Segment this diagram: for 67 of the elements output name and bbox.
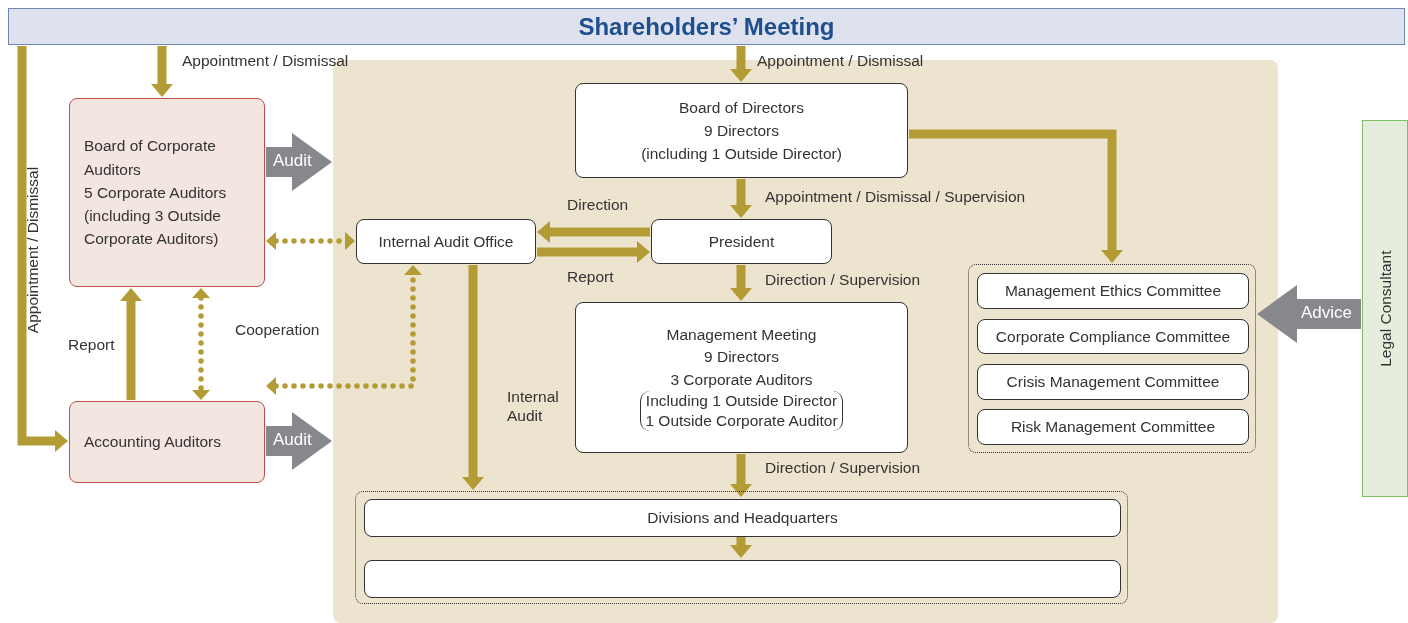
- process-box: [575, 302, 908, 453]
- arrow: [1257, 285, 1361, 343]
- process-box: [575, 83, 908, 178]
- node-text: (including 1 Outside Director): [641, 144, 842, 165]
- node-text: 5 Corporate Auditors: [84, 182, 227, 203]
- node-text: Corporate Compliance Committee: [995, 326, 1231, 347]
- edge-label: Report: [68, 336, 115, 355]
- node-text: President: [708, 231, 775, 252]
- dotted-arrow: [266, 265, 422, 395]
- edge-label: Audit: [273, 430, 312, 451]
- arrow: [151, 46, 173, 97]
- arrow: [17, 46, 68, 452]
- arrow: [266, 412, 332, 470]
- node-text: Including 1 Outside Director: [645, 391, 838, 412]
- process-box: [364, 560, 1121, 598]
- edge-label: Internal Audit: [507, 388, 560, 426]
- arrow: [730, 537, 752, 558]
- node-text: Legal Consultant: [1375, 250, 1395, 367]
- edge-label: Appointment / Dismissal / Supervision: [765, 188, 1026, 207]
- edge-label: Advice: [1301, 303, 1353, 324]
- node-text: Accounting Auditors: [84, 432, 221, 453]
- edge-label: Appointment / Dismissal: [182, 52, 349, 71]
- process-box: [356, 219, 536, 264]
- node-text: 9 Directors: [704, 347, 779, 368]
- arrow: [730, 454, 752, 497]
- node-text: Management Ethics Committee: [1004, 281, 1222, 302]
- edge-label: Direction: [567, 196, 629, 215]
- process-box: [977, 319, 1249, 354]
- node-text: 1 Outside Corporate Auditor: [645, 411, 838, 432]
- edge-label: Direction / Supervision: [765, 271, 921, 290]
- arrow: [730, 179, 752, 218]
- arrow: [462, 265, 484, 490]
- edge-label: Appointment / Dismissal: [23, 166, 42, 334]
- edge-label: Audit: [273, 151, 312, 172]
- node-text: Board of Directors: [679, 97, 804, 118]
- header-band: [8, 8, 1405, 45]
- node-text: Risk Management Committee: [1010, 417, 1216, 438]
- process-box: [69, 98, 265, 287]
- node-text: Divisions and Headquarters: [647, 508, 838, 529]
- process-box: [977, 364, 1249, 400]
- arrow: [537, 241, 650, 263]
- node-text: Internal Audit Office: [378, 231, 514, 252]
- arrow: [120, 288, 142, 400]
- node-text: Crisis Management Committee: [1006, 372, 1220, 393]
- arrow: [730, 265, 752, 301]
- edge-label: Direction / Supervision: [765, 459, 921, 478]
- edge-label: Report: [567, 268, 614, 287]
- process-box: [977, 409, 1249, 445]
- dotted-arrow: [192, 288, 210, 400]
- process-box: [364, 499, 1121, 537]
- node-text: Board of Corporate Auditors: [84, 136, 217, 180]
- arrow: [730, 46, 752, 82]
- process-box: [651, 219, 832, 264]
- node-text: 3 Corporate Auditors: [670, 369, 813, 390]
- node-text: Management Meeting: [666, 324, 817, 345]
- title-text: Shareholders’ Meeting: [578, 11, 835, 42]
- dotted-arrow: [266, 232, 355, 250]
- arrow: [909, 129, 1123, 263]
- edge-label: Cooperation: [235, 321, 320, 340]
- side-box: [1362, 120, 1408, 497]
- arrow: [537, 221, 650, 243]
- process-box: [977, 273, 1249, 309]
- edge-label: Appointment / Dismissal: [757, 52, 924, 71]
- arrow: [266, 133, 332, 191]
- node-text: 9 Directors: [704, 120, 779, 141]
- node-text: (including 3 Outside Corporate Auditors): [84, 206, 222, 250]
- process-box: [69, 401, 265, 483]
